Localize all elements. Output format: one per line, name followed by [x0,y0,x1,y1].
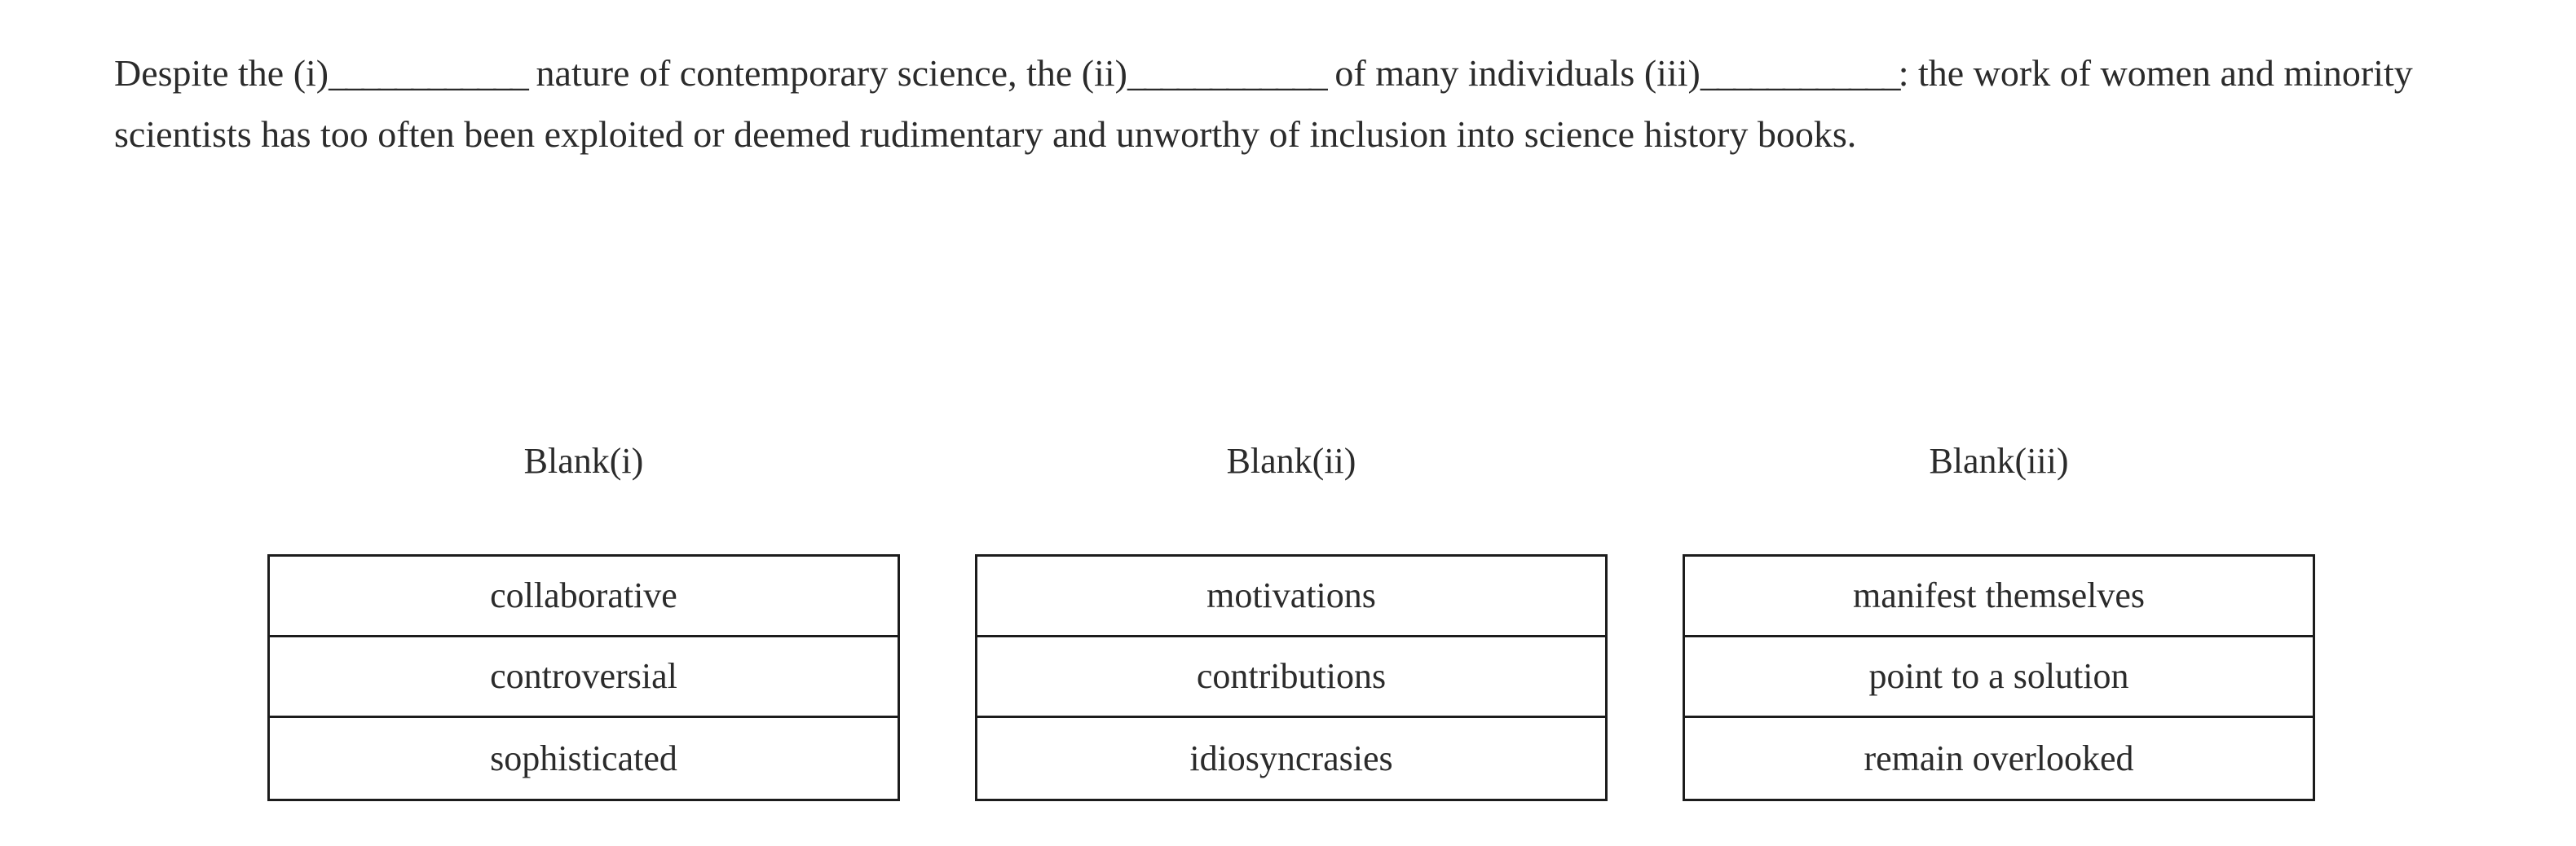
options-box-blank-i: collaborative controversial sophisticate… [267,554,900,801]
passage-segment-4: : the work of women and minority scienti… [114,52,2413,155]
option-cell[interactable]: controversial [270,637,898,718]
answer-column-blank-ii: Blank(ii) motivations contributions idio… [975,440,1608,801]
options-box-blank-iii: manifest themselves point to a solution … [1683,554,2315,801]
column-header-blank-ii: Blank(ii) [1226,441,1356,481]
column-header-blank-i: Blank(i) [523,441,644,481]
option-cell[interactable]: collaborative [270,557,898,637]
options-box-blank-ii: motivations contributions idiosyncrasies [975,554,1608,801]
option-cell[interactable]: motivations [977,557,1605,637]
option-cell[interactable]: contributions [977,637,1605,718]
blank-iii-underline: ____________ [1700,52,1901,94]
passage-segment-2: nature of contemporary science, the (ii) [527,52,1127,94]
passage-segment-1: Despite the (i) [114,52,329,94]
question-passage: Despite the (i)____________ nature of co… [114,42,2486,165]
answer-column-blank-iii: Blank(iii) manifest themselves point to … [1683,440,2315,801]
column-header-blank-iii: Blank(iii) [1929,441,2069,481]
option-cell[interactable]: sophisticated [490,738,677,778]
option-cell[interactable]: idiosyncrasies [1189,738,1393,778]
answer-column-blank-i: Blank(i) collaborative controversial sop… [267,440,900,801]
option-cell[interactable]: remain overlooked [1864,738,2134,778]
passage-segment-3: of many individuals (iii) [1325,52,1700,94]
option-cell[interactable]: manifest themselves [1685,557,2313,637]
blank-i-underline: ____________ [329,52,529,94]
blank-ii-underline: ____________ [1127,52,1328,94]
answer-choice-columns: Blank(i) collaborative controversial sop… [267,440,2315,801]
option-cell[interactable]: point to a solution [1685,637,2313,718]
